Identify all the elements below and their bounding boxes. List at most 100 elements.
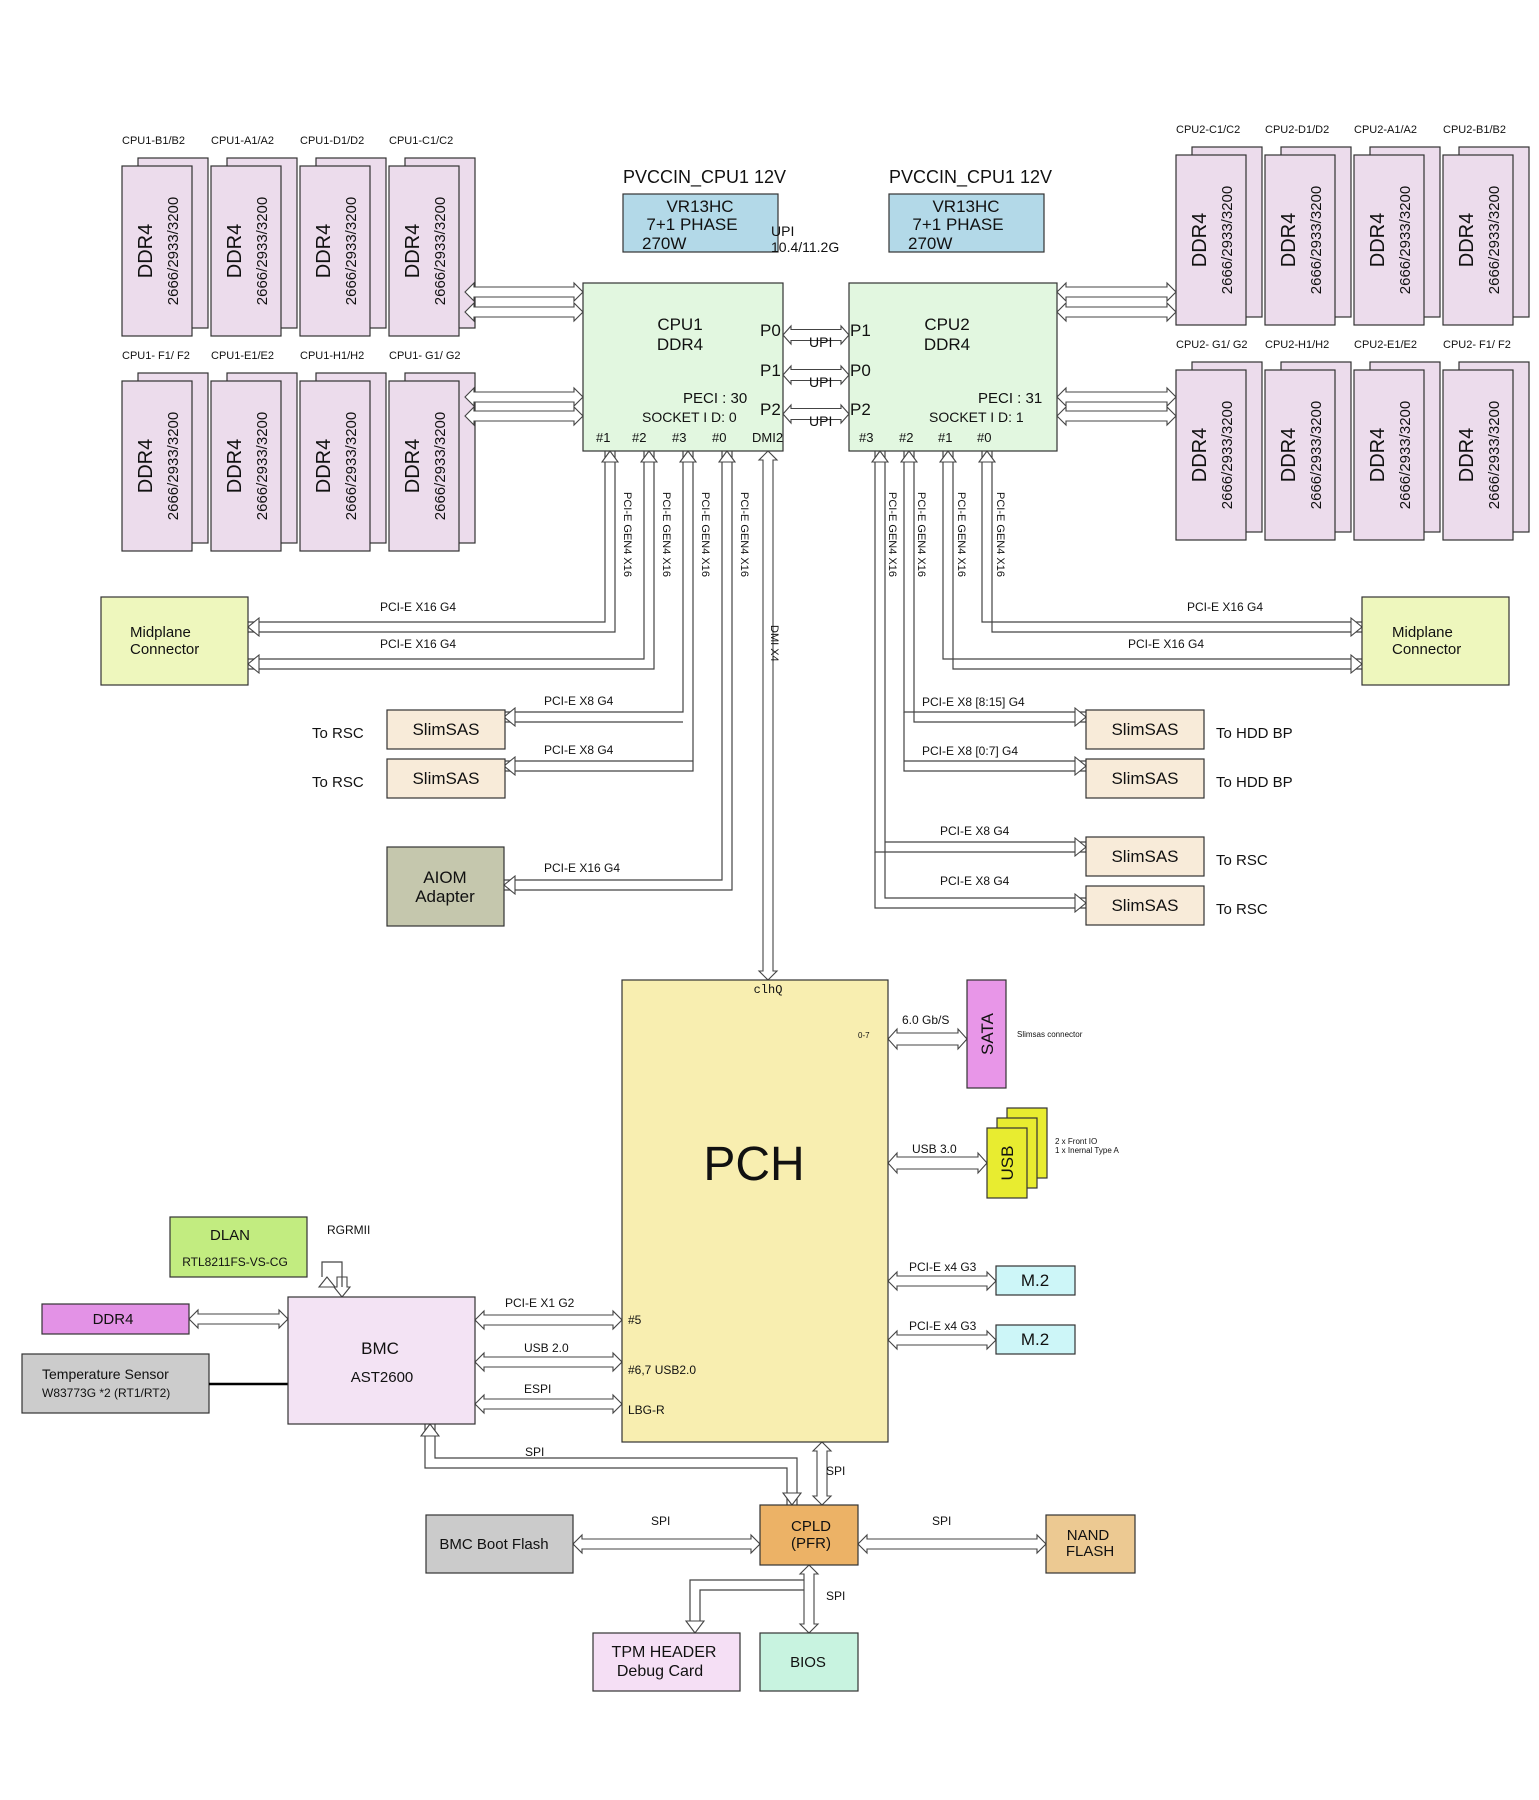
- cpu1-port-label: #2: [632, 430, 646, 445]
- dimm-speed: 2666/2933/3200: [254, 197, 271, 305]
- dimm-slot-label: CPU2-C1/C2: [1176, 124, 1240, 136]
- upi-link-label: UPI: [809, 334, 832, 350]
- slimsas-target: To RSC: [312, 725, 364, 742]
- dimm-type: DDR4: [135, 439, 157, 493]
- bus-arrowhead: [1350, 616, 1363, 638]
- cpu1-memory-bus: [464, 301, 584, 323]
- cpu2-p3-bus: [874, 451, 1086, 853]
- dimm-card: [121, 165, 193, 337]
- dimm-speed: 2666/2933/3200: [1308, 401, 1325, 509]
- dimm-card: [299, 380, 371, 552]
- m2-label-1: M.2: [1021, 1271, 1049, 1290]
- dimm-card: [1175, 154, 1247, 326]
- slimsas-hdd-1: SlimSAS To HDD BP: [1085, 709, 1293, 750]
- slimsas-target: To HDD BP: [1216, 725, 1293, 742]
- hdd-link-1: PCI-E X8 [8:15] G4: [922, 695, 1025, 709]
- cpu2-p3-bus: [884, 451, 1086, 899]
- slimsas-target: To HDD BP: [1216, 774, 1293, 791]
- dimm-type: DDR4: [1456, 213, 1478, 267]
- dimm-slot-label: CPU2-H1/H2: [1265, 339, 1329, 351]
- bus-arrowhead: [600, 450, 620, 463]
- bus-arrowhead: [247, 653, 260, 675]
- slimsas-label: SlimSAS: [1111, 720, 1178, 739]
- dimm-speed: 2666/2933/3200: [1219, 186, 1236, 294]
- dimm-card: [388, 380, 460, 552]
- bus-arrowhead: [503, 706, 516, 728]
- slimsas-target: To RSC: [1216, 852, 1268, 869]
- cpu1-port-label: #3: [672, 430, 686, 445]
- dimm-slot-label: CPU2- F1/ F2: [1443, 339, 1511, 351]
- cpu1-mem: DDR4: [657, 335, 703, 354]
- pcie-gen4-label: PCI-E GEN4 X16: [621, 492, 633, 577]
- m2-link-2: [887, 1329, 997, 1351]
- cpu1-port-label: #1: [596, 430, 610, 445]
- cpu2-midplane-link-1: PCI-E X16 G4: [1187, 600, 1263, 614]
- dlan-name: DLAN: [210, 1227, 250, 1244]
- cpu1-p2-bus: [248, 451, 645, 660]
- sata-label: SATA: [978, 1012, 997, 1055]
- cpu2-port-label: #1: [938, 430, 952, 445]
- tpm-l1: TPM HEADER: [612, 1644, 717, 1661]
- bmc-ddr4-link: [188, 1308, 289, 1330]
- upi-arrow: [782, 403, 850, 425]
- dimm-card: [1353, 369, 1425, 541]
- bus-arrowhead: [717, 450, 737, 463]
- dimm-card: [388, 165, 460, 337]
- dimm-slot-label: CPU1-C1/C2: [389, 135, 453, 147]
- bmc-boot-flash-label: BMC Boot Flash: [439, 1536, 548, 1553]
- cpu2-p2-bus: [903, 451, 1086, 713]
- vr2-line2: 7+1 PHASE: [912, 215, 1003, 234]
- bus-arrowhead: [977, 450, 997, 463]
- dimm-speed: 2666/2933/3200: [1486, 401, 1503, 509]
- cpu1-p3-bus: [504, 451, 694, 772]
- dimm-type: DDR4: [224, 439, 246, 493]
- slimsas-link-1: PCI-E X8 G4: [544, 694, 614, 708]
- midplane-left-l2: Connector: [130, 641, 199, 658]
- dimm-slot-label: CPU2- G1/ G2: [1176, 339, 1248, 351]
- dimm-card: [299, 165, 371, 337]
- cpu1-peci: PECI : 30: [683, 390, 747, 407]
- cpu2-port-label: #2: [899, 430, 913, 445]
- cpu1-p1-bus: [248, 451, 616, 633]
- cpu2-p1-bus: [942, 451, 1362, 660]
- upi-arrow: [782, 324, 850, 346]
- dlan-bus: [321, 1261, 343, 1287]
- x1g2-label: PCI-E X1 G2: [505, 1296, 575, 1310]
- aiom-l2: Adapter: [415, 887, 475, 906]
- cpu2-memory-bus: [1056, 301, 1177, 323]
- bmc-name: BMC: [361, 1339, 399, 1358]
- cpu2-mem: DDR4: [924, 335, 970, 354]
- upi-speed: 10.4/11.2G: [771, 239, 839, 255]
- upi-label: UPI: [771, 223, 794, 239]
- spi-flash-label: SPI: [651, 1514, 670, 1528]
- bmc-pcie-link: [474, 1309, 623, 1331]
- dmi-bus: [757, 450, 779, 981]
- pcie-gen4-label: PCI-E GEN4 X16: [915, 492, 927, 577]
- rsc-link-2: PCI-E X8 G4: [940, 874, 1010, 888]
- cpu2-peci: PECI : 31: [978, 390, 1042, 407]
- sata-speed: 6.0 Gb/S: [902, 1013, 949, 1027]
- bmc-boot-flash-box: [425, 1514, 574, 1574]
- rsc-link-1: PCI-E X8 G4: [940, 824, 1010, 838]
- dimm-card: [1264, 154, 1336, 326]
- upi-link: UPI: [782, 364, 850, 390]
- tpm-bus: [689, 1579, 804, 1623]
- dimm-card: [1442, 154, 1514, 326]
- midplane-right-l2: Connector: [1392, 641, 1461, 658]
- pcie-gen4-label: PCI-E GEN4 X16: [955, 492, 967, 577]
